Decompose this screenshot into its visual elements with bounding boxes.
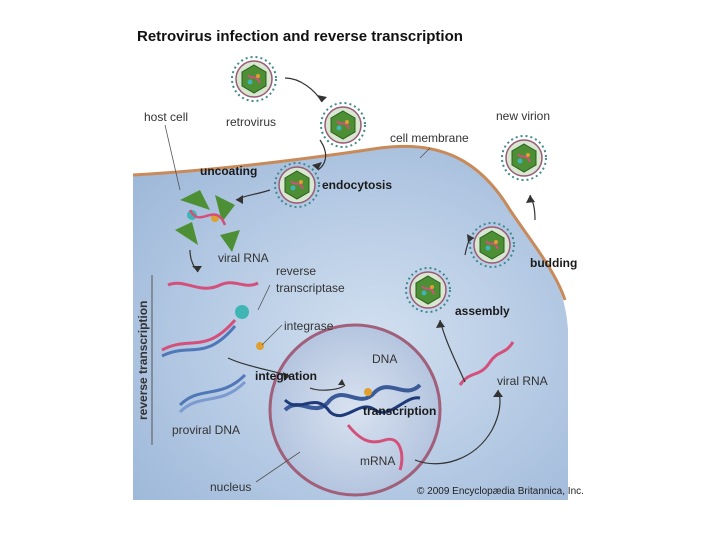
hybrid-dna-strand — [161, 325, 237, 358]
leader-lines — [164, 124, 431, 483]
diagram-title: Retrovirus infection and reverse transcr… — [137, 28, 463, 45]
new-virion-label: new virion — [496, 109, 550, 123]
viral-rna-right-strand — [458, 341, 515, 386]
assembly-label: assembly — [455, 304, 510, 318]
integrated-provirus-icon — [364, 388, 372, 396]
host-cell-label: host cell — [144, 110, 188, 124]
host-dna-helix-2 — [283, 396, 421, 418]
endocytosis-label: endocytosis — [322, 178, 392, 192]
reverse-transcriptase-label-1: reverse — [276, 264, 316, 278]
retrovirus-label: retrovirus — [226, 115, 276, 129]
viral-rna-strand — [167, 281, 259, 290]
cell-membrane-label: cell membrane — [390, 131, 469, 145]
retrovirus-icon — [231, 56, 277, 102]
integrase-label: integrase — [284, 319, 334, 333]
proviral-dna-strand-2 — [178, 380, 247, 414]
host-dna-helix — [283, 383, 422, 412]
mrna-strand — [346, 424, 404, 471]
arrow-heads — [192, 95, 535, 397]
viral-rna-label: viral RNA — [218, 251, 269, 265]
integration-label: integration — [255, 369, 317, 383]
flow-arrows — [189, 77, 536, 465]
proviral-dna-strand — [178, 373, 247, 407]
proviral-dna-label: proviral DNA — [172, 423, 240, 437]
reverse-transcriptase-icon — [235, 305, 249, 319]
copyright-credit: © 2009 Encyclopædia Britannica, Inc. — [417, 486, 584, 497]
budding-label: budding — [530, 256, 577, 270]
reverse-transcription-side-label: reverse transcription — [136, 301, 150, 420]
new-virion-icon — [501, 135, 547, 181]
host-cell — [133, 146, 568, 500]
hybrid-strand — [161, 319, 237, 352]
transcription-label: transcription — [363, 404, 436, 418]
entering-virus-icon — [320, 102, 366, 148]
reverse-transcriptase-label-2: transcriptase — [276, 281, 345, 295]
nucleus-label: nucleus — [210, 480, 251, 494]
integrase-icon — [256, 342, 264, 350]
cell-membrane — [132, 144, 567, 301]
dna-label: DNA — [372, 352, 397, 366]
viral-rna-right-label: viral RNA — [497, 374, 548, 388]
uncoating-virus-icon — [175, 190, 240, 252]
mrna-label: mRNA — [360, 454, 395, 468]
uncoating-label: uncoating — [200, 164, 257, 178]
